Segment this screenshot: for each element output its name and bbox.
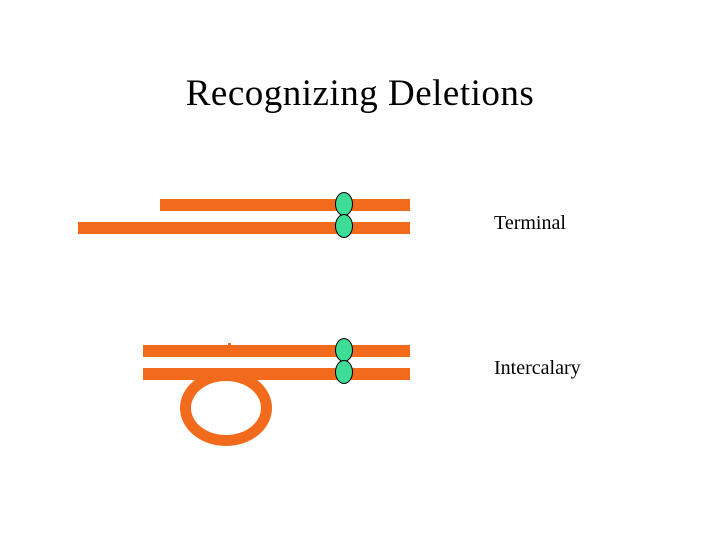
terminal-label: Terminal — [494, 212, 566, 234]
intercalary-top-chromatid — [143, 345, 410, 357]
intercalary-loop — [180, 370, 272, 446]
terminal-centromere-bottom — [335, 214, 353, 238]
terminal-bottom-chromatid — [78, 222, 410, 234]
terminal-deletion-diagram — [0, 0, 720, 260]
intercalary-centromere-top — [335, 338, 353, 362]
intercalary-bottom-chromatid — [143, 368, 410, 380]
page-title: Recognizing Deletions — [185, 73, 535, 114]
intercalary-tick-mark — [228, 343, 231, 357]
intercalary-centromere-bottom — [335, 360, 353, 384]
intercalary-deletion-diagram — [143, 338, 410, 446]
intercalary-label: Intercalary — [494, 357, 581, 379]
